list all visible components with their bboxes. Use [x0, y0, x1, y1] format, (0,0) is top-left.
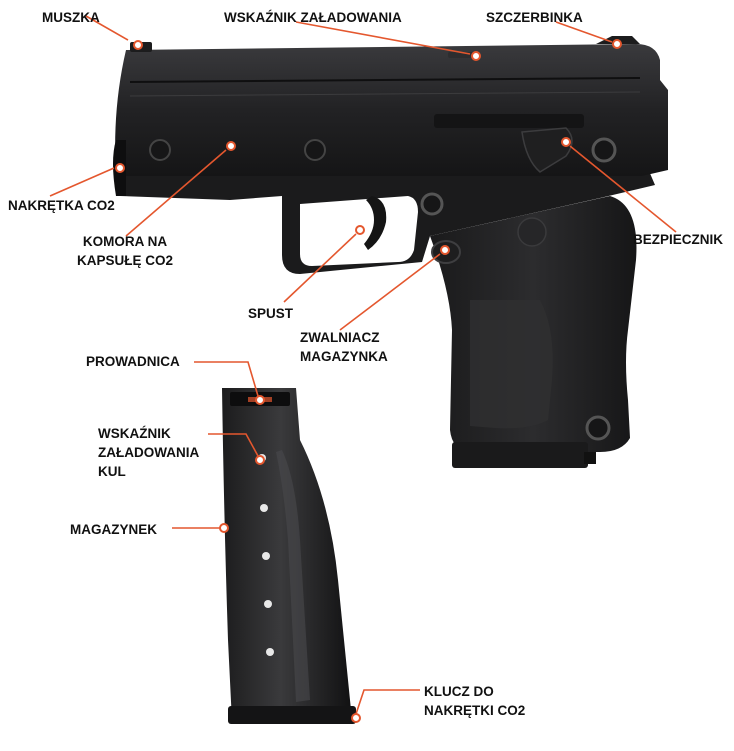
pistol-slide	[115, 44, 669, 176]
magazine-floor-plate	[228, 706, 356, 724]
pistol	[113, 36, 669, 468]
label-spust: SPUST	[248, 306, 294, 321]
leader-klucz-line	[355, 689, 420, 715]
leader-wskaznik-dot	[471, 51, 481, 61]
leader-lines	[49, 15, 677, 723]
trigger	[364, 196, 387, 250]
screw-grip	[585, 415, 611, 441]
label-zwalniacz-magazynka: ZWALNIACZ MAGAZYNKA	[300, 330, 388, 364]
ball-indicator-4	[264, 600, 272, 608]
label-szczerbinka: SZCZERBINKA	[486, 10, 583, 25]
leader-wskaznik-line	[295, 21, 471, 55]
label-muszka: MUSZKA	[42, 10, 100, 25]
leader-szczerbinka-line	[555, 21, 613, 43]
grip-panel	[470, 300, 553, 429]
label-nakretka-co2: NAKRĘTKA CO2	[8, 198, 115, 213]
label-prowadnica: PROWADNICA	[86, 354, 180, 369]
leader-bezpiecznik-dot	[561, 137, 571, 147]
leader-nakretka-line	[49, 167, 115, 197]
leader-wskaznik-kul-dot	[255, 455, 265, 465]
leader-muszka-line	[85, 15, 129, 41]
ball-indicator-5	[266, 648, 274, 656]
magazine-front-rib	[276, 450, 310, 702]
screw-frame	[420, 192, 444, 216]
leader-bezpiecznik-line	[569, 145, 677, 233]
leader-szczerbinka-dot	[612, 39, 622, 49]
leader-prowadnica-line	[194, 361, 259, 397]
leader-komora-dot	[226, 141, 236, 151]
label-wskaznik-kul: WSKAŹNIK ZAŁADOWANIA KUL	[98, 426, 200, 479]
leader-wskaznik-kul-line	[208, 433, 259, 457]
label-wskaznik-zaladowania: WSKAŹNIK ZAŁADOWANIA	[224, 10, 402, 25]
ball-indicator-3	[262, 552, 270, 560]
label-bezpiecznik: BEZPIECZNIK	[633, 232, 724, 247]
leader-zwalniacz-dot	[440, 245, 450, 255]
ball-indicator-2	[260, 504, 268, 512]
leader-prowadnica-dot	[255, 395, 265, 405]
magazine-body	[222, 388, 352, 722]
screw-middle	[304, 139, 326, 161]
grip-emblem	[517, 217, 547, 247]
leader-klucz-dot	[351, 713, 361, 723]
leader-komora-line	[125, 149, 227, 237]
magazine	[222, 388, 356, 724]
safety-lever	[521, 127, 573, 173]
label-komora-co2: KOMORA NA KAPSUŁĘ CO2	[76, 234, 174, 268]
leader-spust-dot	[355, 225, 365, 235]
leader-muszka-dot	[133, 40, 143, 50]
leader-magazynek-dot	[219, 523, 229, 533]
label-klucz-co2: KLUCZ DO NAKRĘTKI CO2	[424, 684, 526, 718]
leader-spust-line	[283, 233, 357, 303]
magazine-base-plate	[452, 442, 588, 468]
screw-rear	[591, 137, 617, 163]
leader-nakretka-dot	[115, 163, 125, 173]
label-magazynek: MAGAZYNEK	[70, 522, 157, 537]
screw-front	[149, 139, 171, 161]
leader-zwalniacz-line	[339, 253, 441, 331]
